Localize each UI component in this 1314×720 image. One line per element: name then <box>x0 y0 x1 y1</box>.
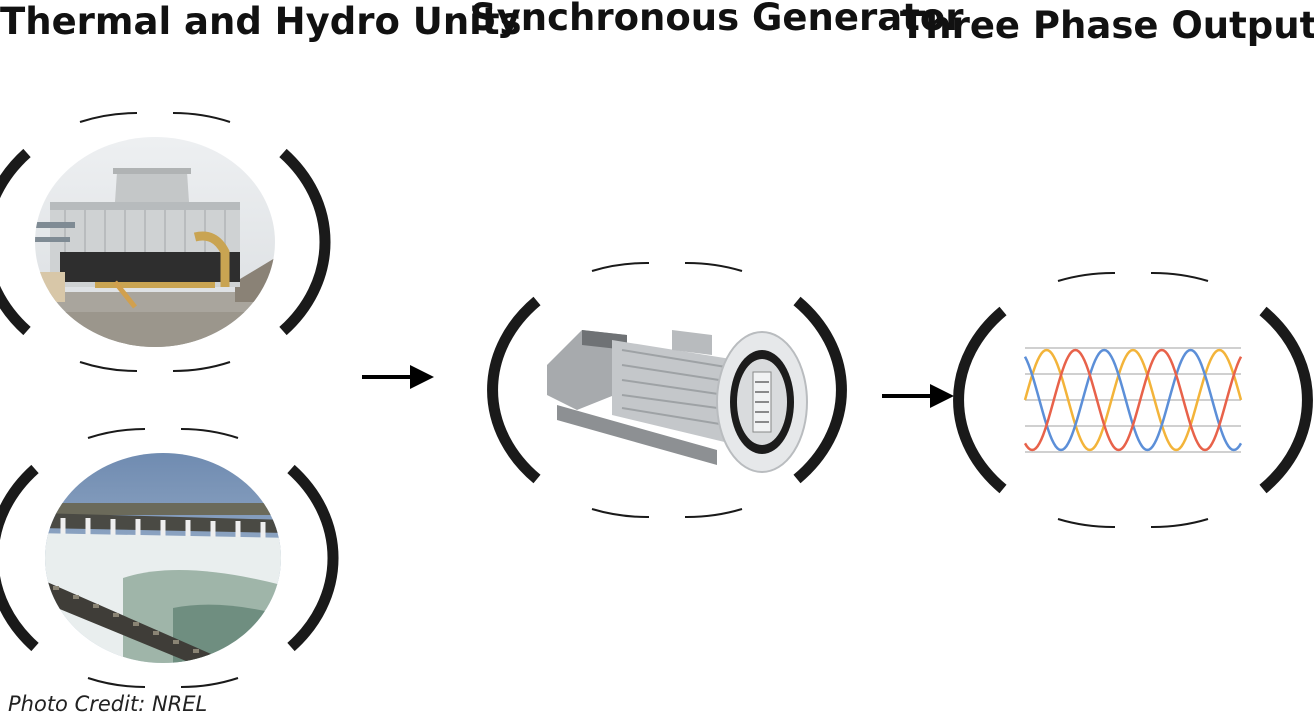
arrow-to-generator <box>362 365 434 389</box>
hydro-dam-node <box>0 427 339 689</box>
dam-spillway-photo-icon <box>45 453 281 663</box>
arrow-to-output <box>882 384 954 408</box>
generator-photo-icon <box>529 300 808 482</box>
generator-node <box>487 261 847 519</box>
heading-thermal-hydro: Thermal and Hydro Units <box>0 0 522 43</box>
cooling-tower-photo-icon <box>35 137 275 347</box>
phase-c-wave <box>1023 348 1243 452</box>
three-phase-output-node <box>953 271 1313 529</box>
three-phase-waveform-icon <box>1023 347 1243 453</box>
thermal-plant-node <box>0 111 331 373</box>
heading-three-phase-output: Three Phase Output <box>900 4 1314 47</box>
photo-credit: Photo Credit: NREL <box>8 692 208 716</box>
heading-synchronous-generator: Synchronous Generator <box>470 0 964 39</box>
